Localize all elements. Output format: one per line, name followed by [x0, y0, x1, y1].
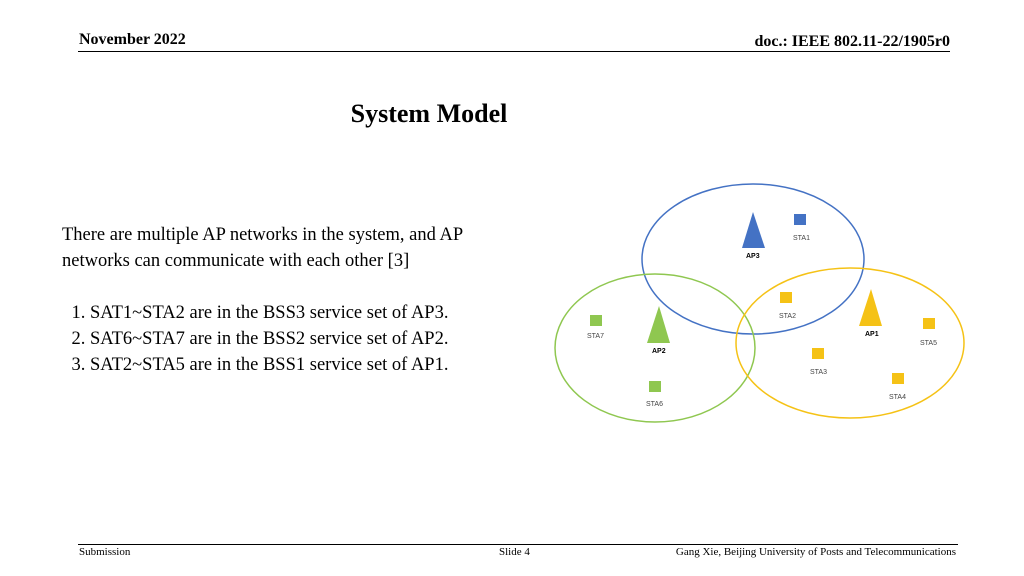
bss-list: SAT1~STA2 are in the BSS3 service set of…: [62, 300, 532, 378]
footer-submission: Submission: [79, 546, 131, 558]
ap3-triangle-icon: [742, 212, 765, 248]
sta7-square-icon: [590, 315, 602, 326]
bss1-coverage-circle: [735, 267, 965, 419]
slide-title: System Model: [350, 99, 508, 128]
ap1-triangle-icon: [859, 289, 882, 326]
sta3-label: STA3: [810, 369, 827, 376]
sta1-label: STA1: [793, 235, 810, 242]
header-date: November 2022: [79, 31, 186, 48]
sta4-label: STA4: [889, 394, 906, 401]
ap2-triangle-icon: [647, 306, 670, 343]
bss2-coverage-circle: [554, 273, 756, 423]
sta5-square-icon: [923, 318, 935, 329]
network-diagram: AP3 STA1 AP2 STA7 STA6 AP1 STA2 STA5 STA…: [554, 183, 965, 423]
header-divider: [78, 51, 950, 52]
sta7-label: STA7: [587, 333, 604, 340]
sta6-label: STA6: [646, 401, 663, 408]
intro-paragraph: There are multiple AP networks in the sy…: [62, 225, 463, 271]
list-item: SAT1~STA2 are in the BSS3 service set of…: [90, 300, 532, 326]
ap1-label: AP1: [865, 331, 879, 338]
sta6-square-icon: [649, 381, 661, 392]
header-doc-id: doc.: IEEE 802.11-22/1905r0: [754, 33, 950, 50]
list-item: SAT6~STA7 are in the BSS2 service set of…: [90, 326, 532, 352]
ap2-label: AP2: [652, 348, 666, 355]
sta5-label: STA5: [920, 340, 937, 347]
footer-divider: [78, 544, 958, 545]
sta4-square-icon: [892, 373, 904, 384]
sta3-square-icon: [812, 348, 824, 359]
sta2-label: STA2: [779, 313, 796, 320]
list-item: SAT2~STA5 are in the BSS1 service set of…: [90, 352, 532, 378]
body-text: There are multiple AP networks in the sy…: [62, 222, 532, 378]
sta1-square-icon: [794, 214, 806, 225]
sta2-square-icon: [780, 292, 792, 303]
ap3-label: AP3: [746, 253, 760, 260]
footer-slide-number: Slide 4: [499, 546, 530, 558]
footer-author: Gang Xie, Beijing University of Posts an…: [675, 546, 956, 558]
